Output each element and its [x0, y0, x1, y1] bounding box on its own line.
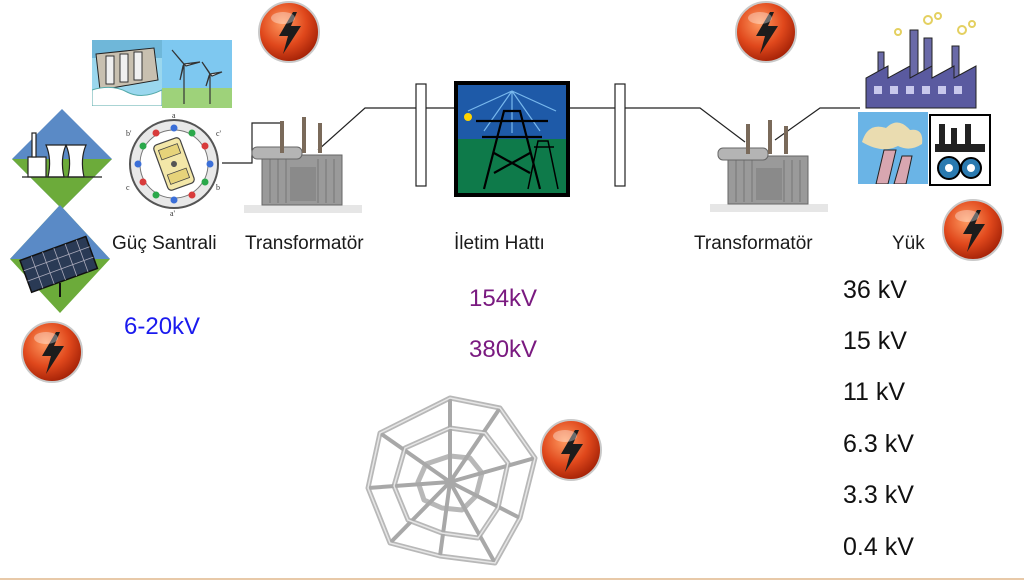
solar-panel-icon — [10, 205, 110, 313]
transformer-icon — [244, 115, 364, 215]
nuclear-plant-icon — [12, 109, 112, 209]
lightning-badge-icon — [941, 198, 1005, 262]
footer-divider — [0, 578, 1024, 580]
generator-icon: a b' c' c b a' — [122, 110, 226, 218]
transmission-voltage: 380kV — [469, 336, 538, 363]
load-voltage: 6.3 kV — [843, 430, 914, 458]
lightning-badge-icon — [734, 0, 798, 64]
terminal-label: a — [172, 111, 176, 120]
terminal-label: b' — [126, 129, 132, 138]
load-voltage: 36 kV — [843, 276, 907, 304]
generation-voltage: 6-20kV — [124, 313, 201, 340]
load-voltage: 0.4 kV — [843, 533, 914, 561]
terminal-label: c — [126, 183, 130, 192]
smokestacks-icon — [858, 112, 928, 184]
load-label: Yük — [892, 233, 925, 254]
transformer-left-label: Transformatör — [245, 233, 364, 254]
transformer-right-label: Transformatör — [694, 233, 813, 254]
power-plant-label: Güç Santrali — [112, 233, 217, 254]
lightning-badge-icon — [20, 320, 84, 384]
transmission-voltage: 154kV — [469, 285, 538, 312]
terminal-label: b — [216, 183, 220, 192]
terminal-label: c' — [216, 129, 222, 138]
load-voltage: 15 kV — [843, 327, 907, 355]
lightning-badge-icon — [257, 0, 321, 64]
load-voltage: 11 kV — [843, 378, 906, 406]
terminal-label: a' — [170, 209, 176, 218]
gear-factory-icon — [929, 114, 991, 186]
spider-web-icon — [350, 378, 550, 578]
hydroelectric-dam-icon — [92, 40, 162, 106]
factory-icon — [858, 8, 992, 112]
transmission-line-label: İletim Hattı — [454, 233, 545, 254]
lightning-badge-icon — [539, 418, 603, 482]
load-voltage: 3.3 kV — [843, 481, 914, 509]
transmission-tower-icon — [454, 81, 570, 197]
transformer-icon — [710, 118, 830, 214]
wind-turbines-icon — [162, 40, 232, 108]
